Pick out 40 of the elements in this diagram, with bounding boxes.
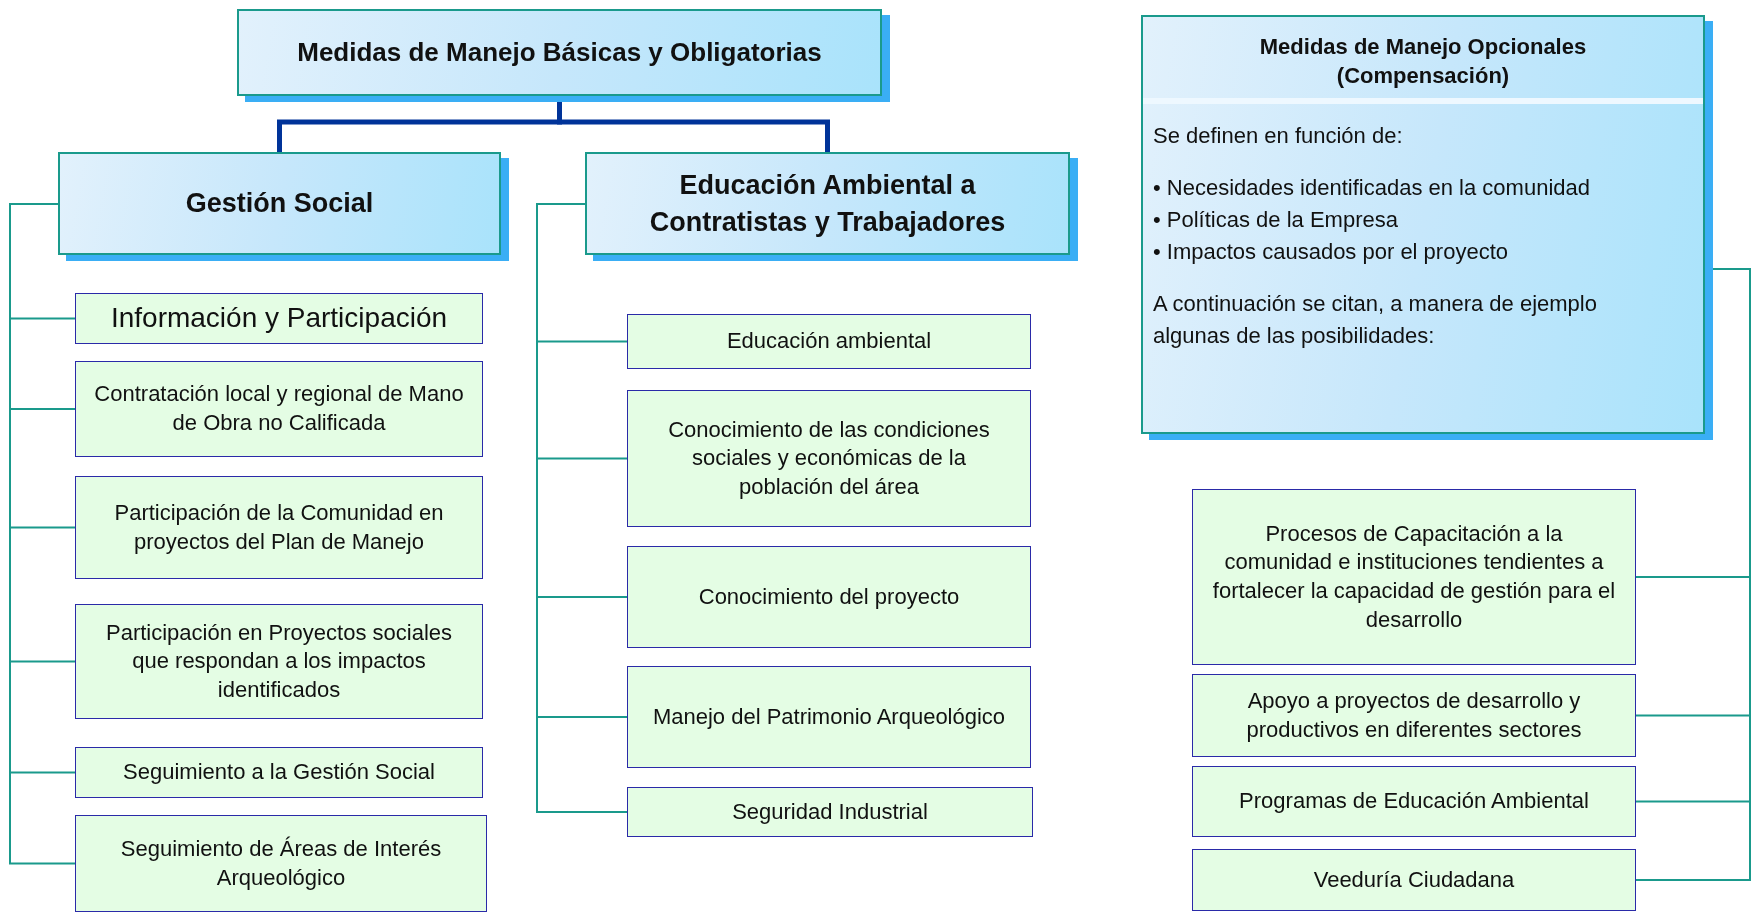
box-text: Apoyo a proyectos de desarrollo y productivos en diferentes sectores	[1245, 686, 1583, 744]
box-text: Conocimiento del proyecto	[698, 582, 960, 611]
item-box	[627, 787, 1033, 837]
box-text: Veeduría Ciudadana	[1313, 865, 1515, 894]
box-text: Participación en Proyectos sociales que respondan a los impactos identificados	[104, 618, 454, 704]
item-box	[627, 546, 1031, 648]
box-title: Medidas de Manejo Opcionales (Compensación)	[1143, 17, 1703, 105]
bullet-item: • Necesidades identificadas en la comunidad	[1153, 174, 1591, 203]
item-box	[75, 476, 483, 579]
box-text: Se definen en función de:	[1153, 122, 1404, 151]
box-title: Medidas de Manejo Básicas y Obligatorias	[297, 35, 822, 69]
box-text: A continuación se citan, a manera de ejemplo algunas de las posibilidades:	[1153, 289, 1598, 350]
box-text: Educación ambiental	[726, 327, 932, 356]
item-box	[75, 747, 483, 798]
item-box	[1192, 489, 1636, 665]
item-box	[627, 390, 1031, 527]
box-text: Procesos de Capacitación a la comunidad e instituciones tendientes a fortalecer la capacidad de gestión para el desarrollo	[1211, 519, 1617, 634]
item-box	[627, 314, 1031, 369]
bullet-item: • Impactos causados por el proyecto	[1153, 237, 1509, 266]
connector-line	[536, 203, 628, 813]
box-text: Contratación local y regional de Mano de Obra no Calificada	[94, 380, 464, 437]
box-title: Educación Ambiental a Contratistas y Trabajadores	[648, 169, 1007, 239]
item-box	[627, 666, 1031, 768]
item-box	[75, 361, 483, 457]
item-box	[1192, 849, 1636, 911]
box-text: Programas de Educación Ambiental	[1239, 787, 1589, 816]
box-text: Información y Participación	[110, 301, 448, 336]
item-box	[1192, 674, 1636, 757]
box-text: Conocimiento de las condiciones sociales y económicas de la población del área	[667, 415, 991, 501]
box-text: Manejo del Patrimonio Arqueológico	[652, 702, 1006, 731]
bullet-item: • Políticas de la Empresa	[1153, 205, 1399, 234]
box-text: Seguridad Industrial	[732, 797, 928, 826]
item-box	[75, 815, 487, 912]
box-text: Participación de la Comunidad en proyectos del Plan de Manejo	[113, 498, 445, 556]
item-box	[1192, 766, 1636, 837]
box-text: Seguimiento de Áreas de Interés Arqueológico	[119, 834, 443, 892]
box-text: Seguimiento a la Gestión Social	[123, 758, 435, 787]
item-box	[75, 604, 483, 719]
item-box	[75, 293, 483, 344]
box-title: Gestión Social	[185, 187, 374, 221]
